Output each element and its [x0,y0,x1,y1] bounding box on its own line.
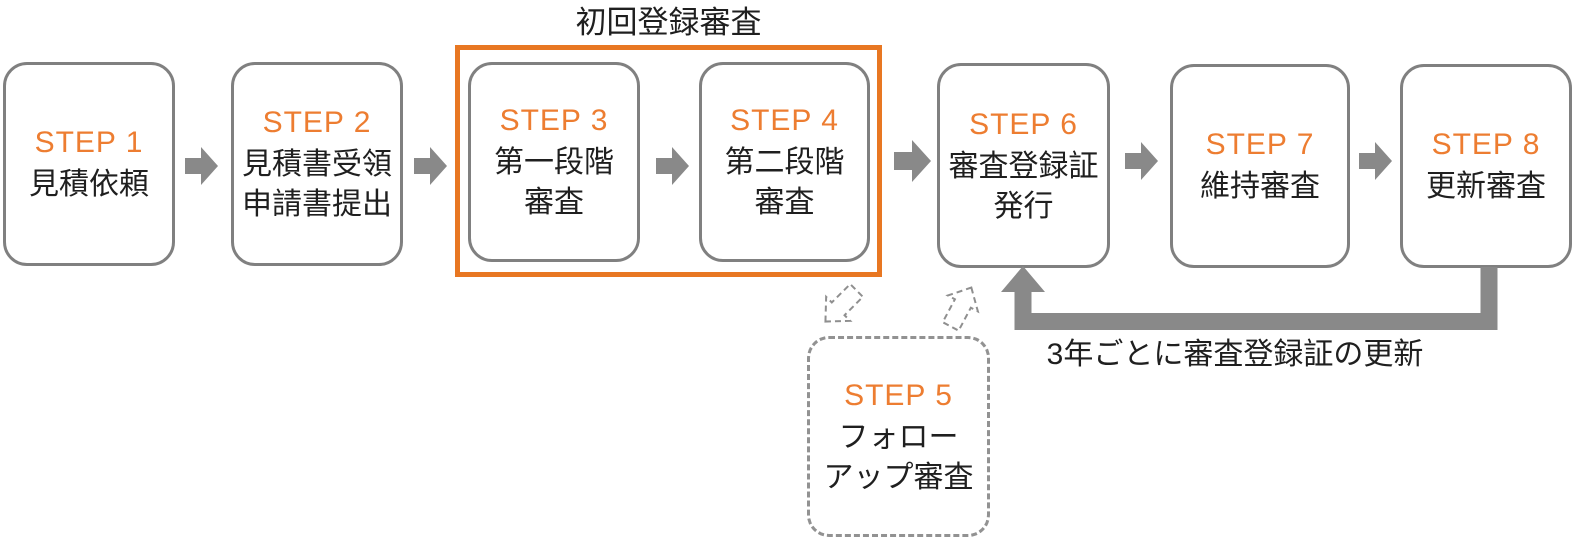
step-box-7: STEP 7 維持審査 [1170,64,1350,268]
dashed-arrow-up-right-icon [941,286,980,333]
step-line: 審査登録証 [948,149,1099,183]
step-box-8: STEP 8 更新審査 [1400,64,1572,268]
step-line: 発行 [993,189,1054,223]
step-line: 更新審査 [1426,170,1546,203]
step-box-6: STEP 6 審査登録証 発行 [937,63,1110,268]
step-box-5: STEP 5 フォロー アップ審査 [807,336,990,537]
dashed-arrow-down-left-icon [824,282,865,323]
step-box-4: STEP 4 第二段階 審査 [699,62,870,262]
right-arrow-icon [894,140,931,182]
step-line: 第一段階 [494,146,614,179]
step-line: 見積依頼 [29,168,149,201]
step-box-3: STEP 3 第一段階 審査 [468,62,640,262]
step-label: STEP 5 [844,378,953,412]
step-box-1: STEP 1 見積依頼 [3,62,175,266]
step-line: 審査 [754,186,815,219]
right-arrow-icon [1359,142,1392,180]
step-line: 維持審査 [1200,170,1320,203]
step-label: STEP 1 [34,126,144,159]
right-arrow-icon [185,147,218,185]
initial-registration-group-box [455,45,882,277]
step-line: 審査 [524,186,584,219]
step-label: STEP 8 [1431,128,1541,161]
step-label: STEP 6 [969,107,1078,141]
step-line: フォロー [838,420,959,454]
renewal-note-label: 3年ごとに審査登録証の更新 [1046,338,1424,371]
step-label: STEP 2 [262,106,372,139]
step-box-2: STEP 2 見積書受領 申請書提出 [231,62,403,266]
step-line: 申請書提出 [242,188,392,221]
right-arrow-icon [1125,142,1158,180]
step-line: アップ審査 [823,460,974,494]
step-line: 見積書受領 [242,148,392,181]
renewal-return-arrow [1001,266,1498,330]
step-label: STEP 7 [1205,128,1315,161]
right-arrow-icon [414,147,447,185]
step-label: STEP 4 [730,104,839,137]
step-line: 第二段階 [724,146,845,179]
initial-registration-group-label: 初回登録審査 [575,5,762,40]
step-label: STEP 3 [499,104,609,137]
